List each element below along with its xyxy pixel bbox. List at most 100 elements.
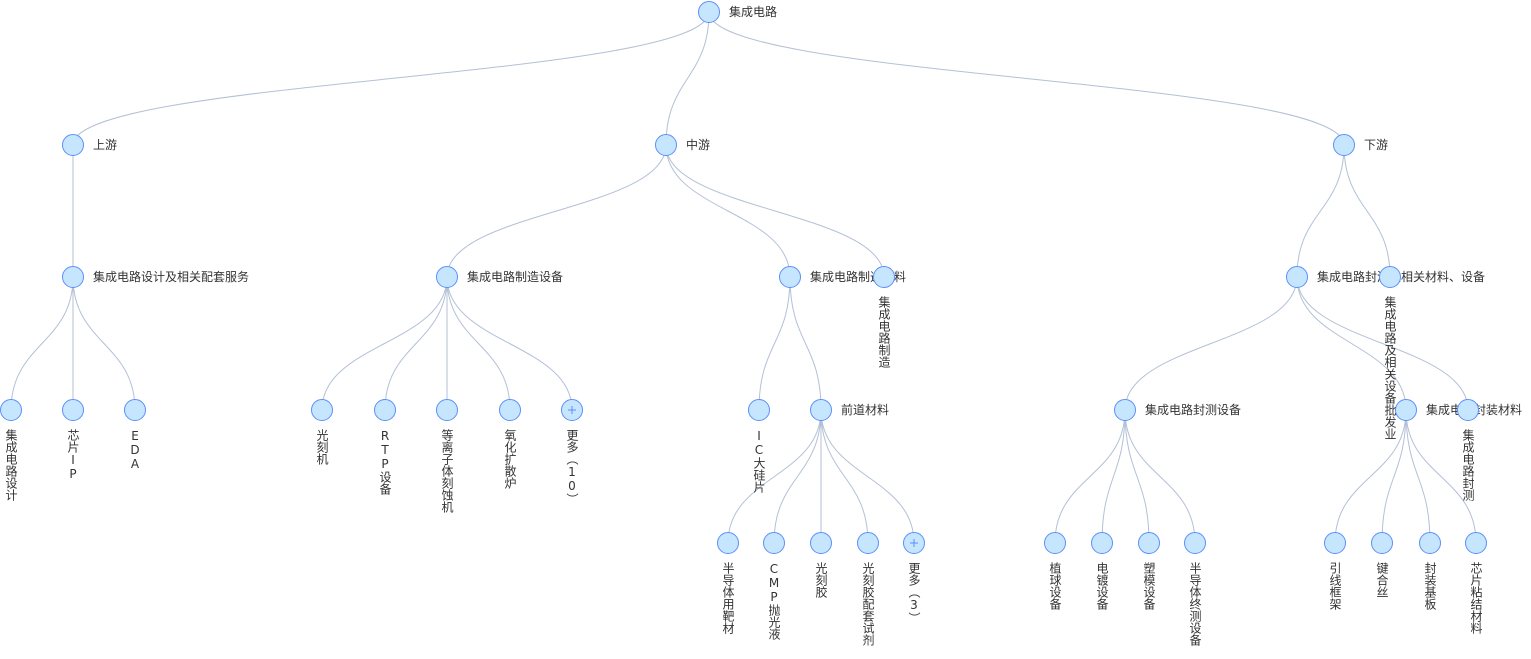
tree-node-si-wafer[interactable]: IC大硅片 [748, 399, 770, 494]
node-circle[interactable] [499, 399, 521, 421]
tree-node-substrate[interactable]: 封装基板 [1419, 532, 1441, 611]
tree-edge [446, 276, 511, 411]
tree-node-litho[interactable]: 光刻机 [311, 399, 333, 466]
node-circle[interactable] [62, 266, 84, 288]
tree-node-ic-pkg-test[interactable]: 集成电路封测 [1457, 399, 1479, 502]
node-circle[interactable] [1333, 134, 1355, 156]
node-circle[interactable] [810, 532, 832, 554]
tree-node-more-3[interactable]: 更多（3） [903, 532, 925, 625]
node-label: 光刻胶 [814, 562, 828, 599]
node-circle[interactable] [1395, 399, 1417, 421]
tree-node-cmp[interactable]: CMP抛光液 [763, 532, 785, 641]
node-circle[interactable] [0, 399, 22, 421]
tree-node-photoresist[interactable]: 光刻胶 [810, 532, 832, 599]
tree-node-more-10[interactable]: 更多（10） [561, 399, 583, 506]
node-circle[interactable] [857, 532, 879, 554]
tree-node-eda[interactable]: EDA [124, 399, 146, 472]
node-label: RTP设备 [378, 429, 392, 496]
node-circle[interactable] [436, 399, 458, 421]
node-circle[interactable] [1465, 532, 1487, 554]
node-circle[interactable] [873, 266, 895, 288]
node-label: EDA [128, 429, 142, 471]
tree-node-die-attach[interactable]: 芯片粘结材料 [1465, 532, 1487, 635]
tree-node-ball[interactable]: 植球设备 [1044, 532, 1066, 611]
tree-node-mfg-equip[interactable]: 集成电路制造设备 [436, 266, 564, 288]
tree-node-front-material[interactable]: 前道材料 [810, 399, 890, 421]
node-circle[interactable] [1044, 532, 1066, 554]
node-circle[interactable] [1091, 532, 1113, 554]
tree-edge [72, 11, 710, 146]
node-label: 光刻机 [315, 429, 329, 465]
tree-edge [708, 11, 1345, 146]
tree-node-downstream[interactable]: 下游 [1333, 134, 1389, 156]
tree-edge [820, 409, 915, 544]
node-circle[interactable] [717, 532, 739, 554]
node-circle[interactable] [1324, 532, 1346, 554]
node-circle[interactable] [311, 399, 333, 421]
tree-edge [1296, 276, 1407, 411]
tree-node-molding[interactable]: 塑模设备 [1138, 532, 1160, 611]
node-label: 上游 [93, 138, 117, 152]
node-circle[interactable] [748, 399, 770, 421]
tree-node-chip-ip[interactable]: 芯片IP [62, 399, 84, 482]
node-circle[interactable] [374, 399, 396, 421]
tree-edges [10, 11, 1477, 544]
tree-node-root[interactable]: 集成电路 [698, 1, 778, 23]
tree-edge [773, 409, 822, 544]
node-circle[interactable] [1286, 266, 1308, 288]
node-label: 植球设备 [1048, 561, 1062, 611]
node-circle[interactable] [1457, 399, 1479, 421]
node-circle[interactable] [1419, 532, 1441, 554]
tree-edge [1334, 409, 1407, 544]
tree-node-up-design[interactable]: 集成电路设计及相关配套服务 [62, 266, 250, 288]
node-label: 半导体用靶材 [721, 562, 735, 634]
tree-edge [1296, 276, 1469, 411]
tree-edge [384, 276, 448, 411]
node-circle[interactable] [1184, 532, 1206, 554]
node-circle[interactable] [62, 399, 84, 421]
node-circle[interactable] [810, 399, 832, 421]
node-circle[interactable] [1379, 266, 1401, 288]
tree-node-pkg-equip[interactable]: 集成电路封测设备 [1114, 399, 1242, 421]
tree-node-pkg-related[interactable]: 集成电路封测及相关材料、设备 [1286, 266, 1486, 288]
node-circle[interactable] [779, 266, 801, 288]
node-circle[interactable] [1114, 399, 1136, 421]
tree-node-rtp[interactable]: RTP设备 [374, 399, 396, 496]
tree-edge [1296, 144, 1345, 278]
node-label: 芯片粘结材料 [1469, 562, 1483, 634]
node-circle[interactable] [124, 399, 146, 421]
tree-edge [758, 276, 791, 411]
tree-node-pr-reagent[interactable]: 光刻胶配套试剂 [857, 532, 879, 647]
node-circle[interactable] [655, 134, 677, 156]
node-circle[interactable] [62, 134, 84, 156]
node-label: 更多（10） [565, 429, 579, 505]
tree-node-wholesale[interactable]: 集成电路及相关设备批发业 [1379, 266, 1401, 441]
tree-node-midstream[interactable]: 中游 [655, 134, 711, 156]
node-label: 半导体终测设备 [1188, 562, 1202, 647]
tree-node-target[interactable]: 半导体用靶材 [717, 532, 739, 635]
node-label: 引线框架 [1328, 562, 1342, 610]
tree-node-bond-wire[interactable]: 键合丝 [1371, 532, 1393, 599]
node-label: 集成电路 [729, 4, 777, 19]
node-circle[interactable] [436, 266, 458, 288]
tree-edge [820, 409, 869, 544]
tree-node-upstream[interactable]: 上游 [62, 134, 118, 156]
node-label: 集成电路封测设备 [1145, 402, 1241, 417]
tree-edge [446, 276, 573, 411]
node-label: 集成电路及相关设备批发业 [1383, 295, 1397, 440]
node-circle[interactable] [1371, 532, 1393, 554]
tree-node-leadframe[interactable]: 引线框架 [1324, 532, 1346, 611]
node-label: 更多（3） [907, 562, 921, 624]
node-circle[interactable] [763, 532, 785, 554]
tree-node-ic-design[interactable]: 集成电路设计 [0, 399, 22, 502]
node-circle[interactable] [1138, 532, 1160, 554]
tree-node-plating[interactable]: 电镀设备 [1091, 532, 1113, 611]
tree-node-ic-mfg[interactable]: 集成电路制造 [873, 266, 895, 369]
node-label: 塑模设备 [1142, 561, 1156, 611]
tree-edge [727, 409, 822, 544]
tree-node-oxidation[interactable]: 氧化扩散炉 [499, 399, 521, 490]
tree-node-plasma[interactable]: 等离子体刻蚀机 [436, 399, 458, 514]
node-circle[interactable] [698, 1, 720, 23]
tree-node-final-test[interactable]: 半导体终测设备 [1184, 532, 1206, 647]
